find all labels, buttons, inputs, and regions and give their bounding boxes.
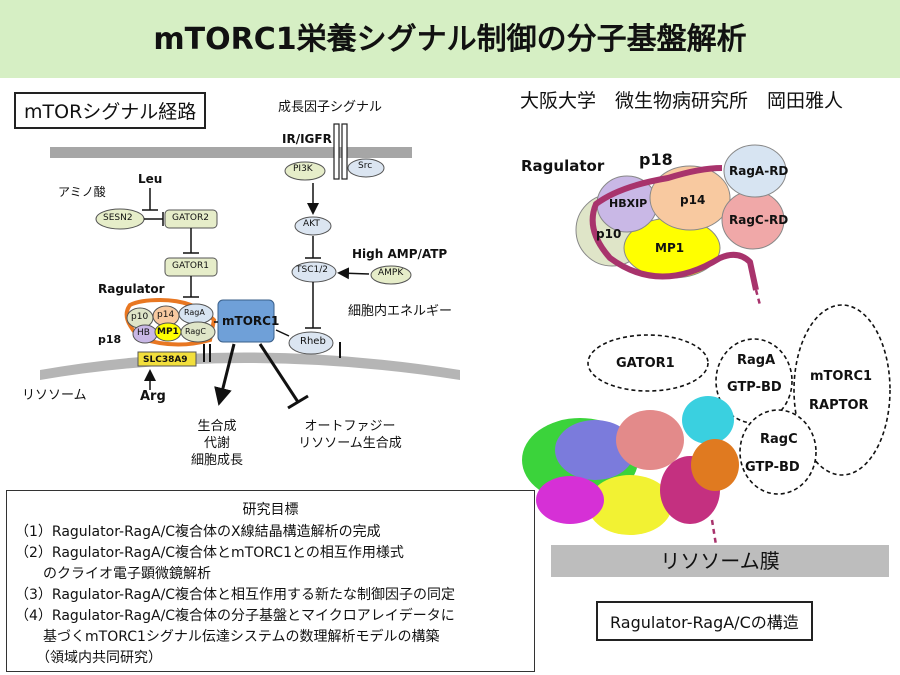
protein-surface	[522, 396, 739, 535]
output-growth-line-3: 細胞成長	[190, 453, 243, 468]
goal-line-6: 基づくmTORC1シグナル伝達システムの数理解析モデルの構築	[15, 629, 440, 645]
sesn2-label: SESN2	[103, 213, 133, 223]
output-growth-line-1: 生合成	[197, 419, 237, 434]
arg-label: Arg	[140, 389, 166, 404]
surface-orange	[691, 439, 739, 491]
goal-line-2: （2）Ragulator-RagA/C複合体とmTORC1との相互作用様式	[15, 545, 404, 561]
surface-cyan	[682, 396, 734, 444]
pi3k-label: PI3K	[293, 164, 313, 174]
surface-tether	[710, 519, 718, 546]
ragulator-mini-label: Ragulator	[98, 282, 165, 296]
surface-magenta	[536, 476, 604, 524]
output-autophagy: オートファジー リソソーム生合成	[290, 418, 410, 452]
ragc-rd-label: RagC-RD	[729, 213, 789, 227]
raga-ellipse	[715, 338, 793, 424]
ragc-mini-label: RagC	[185, 327, 206, 336]
energy-label: 細胞内エネルギー	[348, 304, 453, 319]
hb-mini-label: HB	[137, 328, 150, 338]
author-affiliation: 大阪大学 微生物病研究所 岡田雅人	[520, 90, 844, 112]
research-goals-heading: 研究目標	[242, 502, 299, 518]
tsc-node	[291, 261, 337, 283]
structure-caption: Ragulator-RagA/Cの構造	[596, 601, 813, 641]
goal-line-5: （4）Ragulator-RagA/C複合体の分子基盤とマイクロアレイデータに	[15, 608, 455, 624]
goal-line-1: （1）Ragulator-RagA/C複合体のX線結晶構造解析の完成	[15, 524, 381, 540]
receptor-label: IR/IGFR	[282, 132, 332, 146]
gator1-ellipse	[587, 334, 709, 392]
raga-rd-label: RagA-RD	[729, 164, 789, 178]
mtorc1-ellipse	[793, 304, 891, 476]
output-growth: 生合成 代謝 細胞成長	[187, 418, 247, 469]
goal-line-7: （領域内共同研究）	[15, 650, 162, 666]
receptor-right	[341, 123, 348, 180]
ampk-label: AMPK	[378, 268, 404, 278]
goal-line-4: （3）Ragulator-RagA/C複合体と相互作用する新たな制御因子の同定	[15, 587, 456, 603]
raga-mini-label: RagA	[184, 308, 205, 317]
lysosome-label: リソソーム	[22, 388, 87, 403]
ragulator-label: Ragulator	[521, 157, 605, 175]
page-title: mTORC1栄養シグナル制御の分子基盤解析	[153, 22, 747, 57]
struct-mtorc1-label: mTORC1	[810, 369, 873, 384]
growth-factor-label: 成長因子シグナル	[278, 100, 383, 115]
amino-acid-label: アミノ酸	[58, 185, 106, 199]
mtorc1-node	[217, 299, 275, 343]
p10-mini-label: p10	[131, 312, 149, 322]
struct-ragc-label: RagC	[760, 432, 798, 447]
output-growth-line-2: 代謝	[203, 436, 230, 451]
raga-blob	[723, 144, 787, 198]
p14-blob	[649, 165, 731, 231]
p14-label: p14	[680, 193, 706, 207]
p10-label: p10	[596, 227, 622, 241]
slc38a9-label: SLC38A9	[143, 355, 188, 365]
struct-raptor-label: RAPTOR	[809, 398, 869, 413]
plasma-membrane	[50, 147, 412, 158]
receptor-left	[333, 123, 340, 180]
src-node	[347, 158, 385, 178]
surface-salmon	[616, 410, 684, 470]
surface-yellow	[588, 475, 672, 535]
output-autophagy-line-1: オートファジー	[304, 419, 396, 434]
high-amp-label: High AMP/ATP	[352, 247, 448, 261]
title-bar	[0, 0, 900, 78]
pathway-section-label: mTORシグナル経路	[14, 92, 207, 129]
rheb-label: Rheb	[300, 336, 326, 347]
gator1-label: GATOR1	[172, 261, 209, 271]
tsc-label: TSC1/2	[296, 265, 328, 275]
leu-label: Leu	[138, 172, 163, 186]
ampk-node	[370, 265, 412, 285]
ragc-ellipse	[739, 409, 817, 495]
p18-outline-mini	[124, 297, 217, 347]
src-label: Src	[358, 161, 373, 171]
mp1-mini-label: MP1	[157, 327, 179, 337]
hbxip-label: HBXIP	[609, 197, 648, 210]
mtorc1-label: mTORC1	[222, 314, 280, 328]
surface-blue	[555, 420, 635, 480]
pi3k-node	[284, 161, 326, 181]
struct-raga-label: RagA	[737, 353, 776, 368]
mp1-label: MP1	[655, 241, 685, 255]
gator2-label: GATOR2	[172, 213, 209, 223]
struct-gator1-label: GATOR1	[616, 356, 675, 371]
rheb-node	[288, 331, 334, 355]
ragc-mini	[180, 321, 216, 343]
struct-raga-gtp-label: GTP-BD	[727, 380, 782, 395]
goal-line-3: のクライオ電子顕微鏡解析	[15, 566, 211, 582]
p14-mini-label: p14	[157, 310, 175, 320]
struct-ragc-gtp-label: GTP-BD	[745, 460, 800, 475]
lysosome-membrane-label: リソソーム膜	[551, 545, 889, 577]
output-autophagy-line-2: リソソーム生合成	[298, 436, 402, 451]
p18-tether	[754, 289, 762, 306]
research-goals-box: 研究目標 （1）Ragulator-RagA/C複合体のX線結晶構造解析の完成 …	[6, 490, 535, 672]
p18-mini-label: p18	[98, 333, 122, 346]
slc38a9-node	[137, 351, 197, 367]
p18-outline	[589, 165, 759, 291]
akt-node	[294, 216, 332, 236]
p18-label: p18	[639, 150, 673, 169]
akt-label: AKT	[303, 219, 320, 229]
